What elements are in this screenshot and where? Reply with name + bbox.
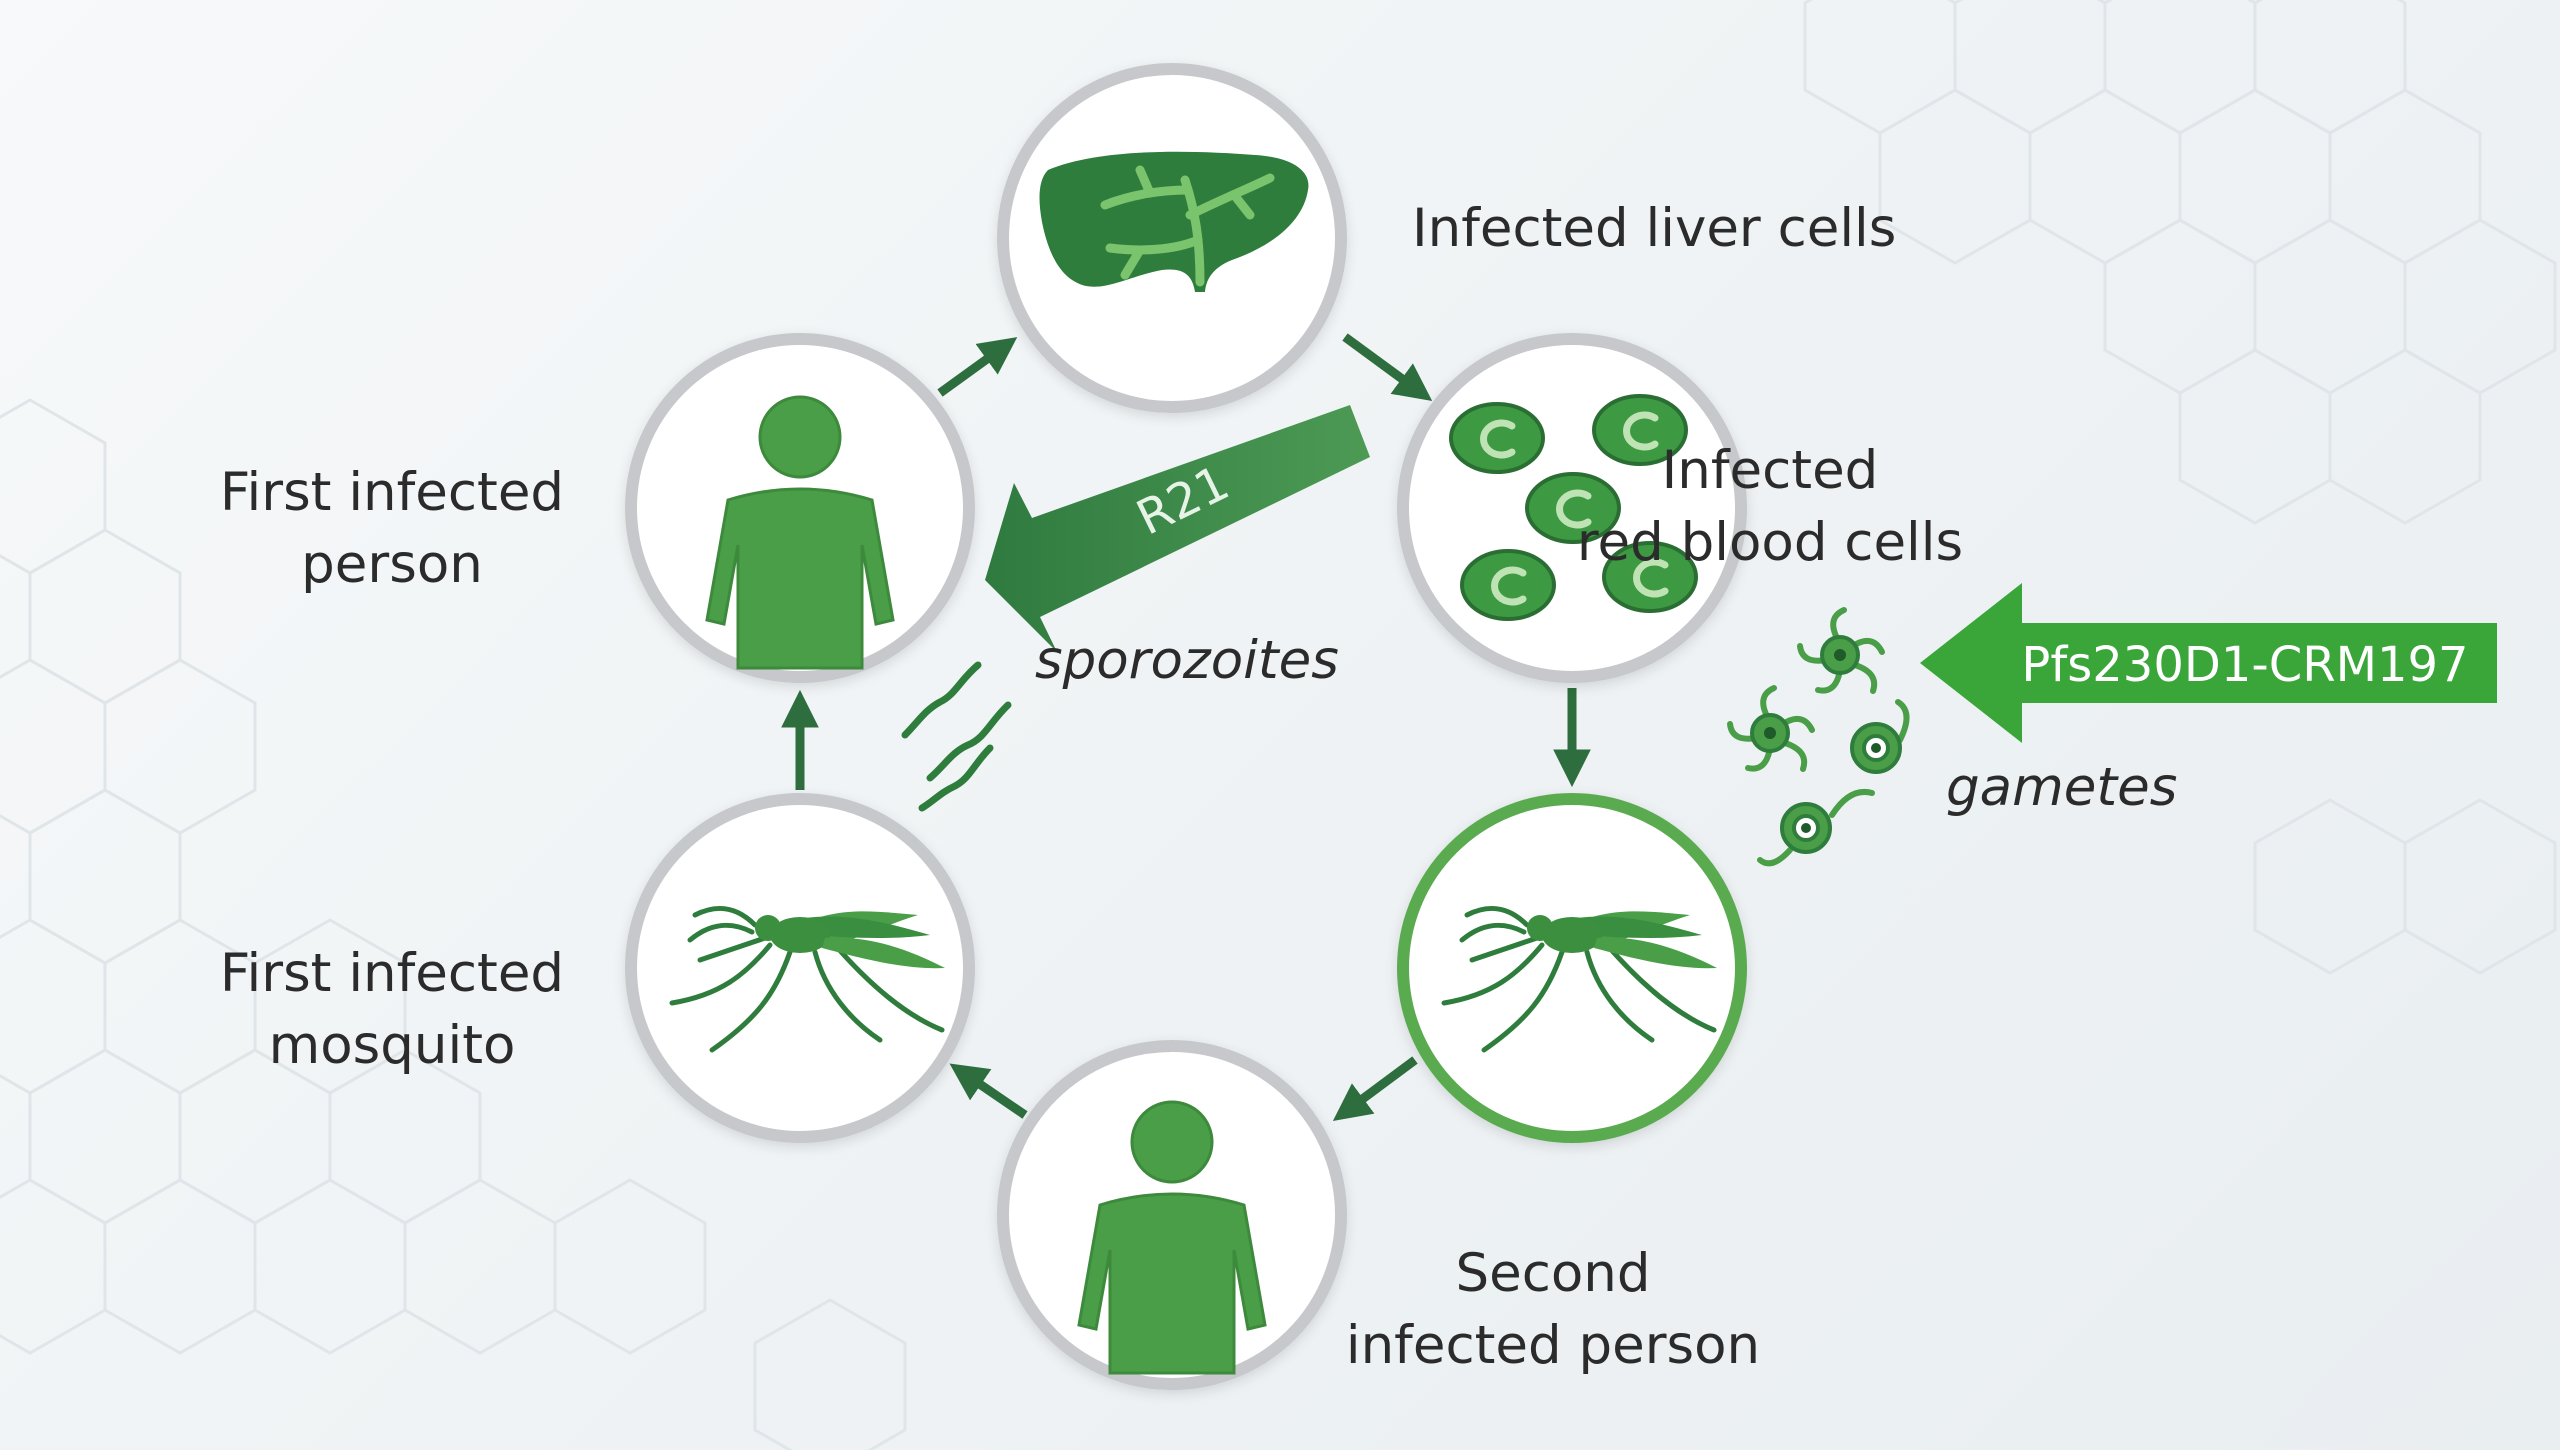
label-line: red blood cells <box>1576 512 1964 573</box>
label-line: Infected <box>1661 440 1879 501</box>
label-line: person <box>301 534 483 595</box>
arrow-liver-to-rbc <box>1342 333 1433 401</box>
label-line: First infected <box>219 462 565 523</box>
label-infected-liver-cells: Infected liver cells <box>1412 193 1896 265</box>
label-second-infected-person: Second infected person <box>1346 1238 1760 1382</box>
r21-intervention-arrow[interactable]: R21 <box>985 405 1370 652</box>
stage-first-mosquito-circle <box>625 793 975 1143</box>
label-line: sporozoites <box>1035 630 1339 691</box>
cycle-arrows <box>781 333 1591 1122</box>
mosquito-icon <box>669 905 945 1053</box>
arrow-person-to-liver <box>937 337 1018 397</box>
person-icon <box>1077 1100 1267 1375</box>
stage-rbc-circle <box>1397 333 1747 683</box>
label-infected-red-blood-cells: Infected red blood cells <box>1577 435 1963 579</box>
arrow-second-person-to-first-mosquito <box>949 1063 1028 1119</box>
label-line: Infected liver cells <box>1412 198 1897 259</box>
label-gametes: gametes <box>1946 752 2177 824</box>
sporozoites-icon <box>901 661 1012 812</box>
stage-liver-circle <box>997 63 1347 413</box>
label-first-infected-mosquito: First infected mosquito <box>220 938 564 1082</box>
label-line: gametes <box>1946 757 2178 818</box>
label-line: First infected <box>219 943 565 1004</box>
mosquito-icon <box>1441 905 1717 1053</box>
pfs-label: Pfs230D1-CRM197 <box>2021 637 2468 693</box>
liver-icon <box>1039 151 1309 292</box>
red-blood-cells-icon <box>1449 394 1698 621</box>
gametes-icon <box>1727 607 1910 867</box>
label-line: Second <box>1455 1243 1651 1304</box>
pfs-intervention-arrow[interactable]: Pfs230D1-CRM197 <box>1918 583 2497 743</box>
label-sporozoites: sporozoites <box>1035 625 1339 697</box>
stage-first-person-circle <box>625 333 975 683</box>
arrow-mosquito-to-second-person <box>1332 1056 1418 1122</box>
label-line: mosquito <box>268 1015 516 1076</box>
label-first-infected-person: First infected person <box>220 457 564 601</box>
label-line: infected person <box>1345 1315 1761 1376</box>
stage-second-mosquito-circle <box>1397 793 1747 1143</box>
stage-second-person-circle <box>997 1040 1347 1390</box>
person-icon <box>705 395 895 670</box>
